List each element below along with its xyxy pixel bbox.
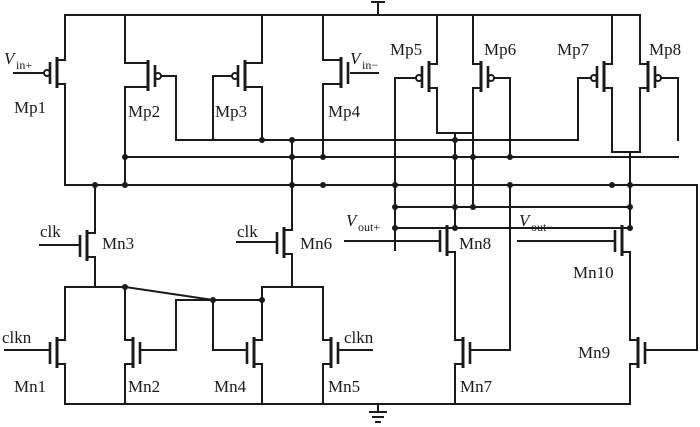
- label-mn4: Mn4: [214, 377, 247, 396]
- transistor-mp6: [436, 14, 511, 229]
- label-mn5: Mn5: [328, 377, 360, 396]
- vout-minus-sub: out−: [531, 220, 553, 234]
- transistor-mp5: [394, 14, 438, 251]
- label-mn9: Mn9: [578, 343, 610, 362]
- vout-plus-v: V: [346, 211, 359, 230]
- label-vin-plus: V in+: [4, 49, 32, 72]
- label-vout-minus: V out−: [519, 211, 553, 234]
- net-wires: [64, 132, 698, 351]
- label-mp6: Mp6: [484, 40, 516, 59]
- label-mn3: Mn3: [102, 234, 134, 253]
- transistor-mn7: [454, 184, 511, 405]
- bottom-net-wires: [64, 285, 324, 351]
- transistor-mn5: [322, 286, 373, 405]
- label-mp8: Mp8: [649, 40, 681, 59]
- label-mp2: Mp2: [128, 102, 160, 121]
- transistor-mp4: [322, 14, 379, 158]
- label-mn6: Mn6: [300, 234, 332, 253]
- label-clkn-left: clkn: [2, 328, 32, 347]
- label-clkn-right: clkn: [344, 328, 374, 347]
- vin-plus-v: V: [4, 49, 17, 68]
- transistor-mn1: [4, 286, 66, 405]
- vin-minus-v: V: [350, 49, 363, 68]
- label-mn1: Mn1: [14, 377, 46, 396]
- transistor-mn10: [517, 225, 631, 341]
- label-mn8: Mn8: [459, 234, 491, 253]
- vin-minus-sub: in−: [362, 58, 378, 72]
- transistor-mp2: [124, 14, 456, 186]
- label-mn2: Mn2: [128, 377, 160, 396]
- transistor-mp8: [509, 14, 679, 229]
- transistor-mn3: [39, 184, 96, 288]
- label-clk-left: clk: [40, 222, 61, 241]
- transistor-mp1: [13, 14, 66, 186]
- transistor-mn2: [124, 337, 177, 405]
- vdd-rail: [64, 1, 641, 16]
- transistor-mn4: [212, 337, 263, 405]
- label-clk-right: clk: [237, 222, 258, 241]
- ground-rail: [64, 403, 631, 423]
- label-vout-plus: V out+: [346, 211, 380, 234]
- transistor-mp7: [454, 14, 613, 153]
- label-mp1: Mp1: [14, 98, 46, 117]
- label-mp5: Mp5: [390, 40, 422, 59]
- label-mp3: Mp3: [215, 102, 247, 121]
- vin-plus-sub: in+: [16, 58, 32, 72]
- transistor-mp3: [212, 14, 263, 141]
- transistor-mn6: [236, 227, 293, 288]
- label-mn7: Mn7: [460, 377, 493, 396]
- transistor-mn8: [344, 225, 456, 341]
- vout-minus-v: V: [519, 211, 532, 230]
- label-mp4: Mp4: [328, 102, 361, 121]
- vout-plus-sub: out+: [358, 220, 380, 234]
- transistor-mn9: [629, 337, 698, 405]
- label-mn10: Mn10: [573, 263, 614, 282]
- label-vin-minus: V in−: [350, 49, 378, 72]
- junction-dots: [92, 137, 633, 303]
- label-mp7: Mp7: [557, 40, 590, 59]
